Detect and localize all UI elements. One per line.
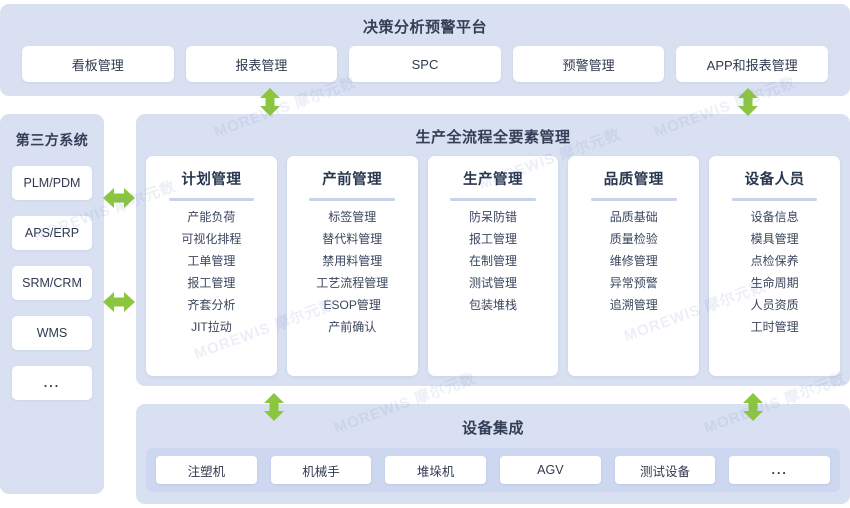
list-item[interactable]: 标签管理 — [328, 210, 377, 224]
column-card-quality[interactable]: 品质管理 品质基础 质量检验 维修管理 异常预警 追溯管理 — [568, 156, 700, 376]
column-title-production: 生产管理 — [462, 172, 523, 188]
equipment-chip-row: 注塑机 机械手 堆垛机 AGV 测试设备 ... — [156, 448, 831, 492]
list-item[interactable]: 工时管理 — [750, 320, 799, 334]
column-card-plan[interactable]: 计划管理 产能负荷 可视化排程 工单管理 报工管理 齐套分析 JIT拉动 — [146, 156, 277, 376]
equipment-chip-band: 注塑机 机械手 堆垛机 AGV 测试设备 ... — [146, 448, 840, 492]
list-item[interactable]: 维修管理 — [609, 254, 658, 268]
list-item[interactable]: 测试管理 — [468, 276, 517, 290]
list-item[interactable]: 工艺流程管理 — [316, 276, 389, 290]
arrow-top-left-icon — [258, 88, 282, 121]
equipment-chip-stacker[interactable]: 堆垛机 — [385, 456, 487, 484]
column-title-quality: 品质管理 — [603, 172, 664, 188]
top-chip-spc[interactable]: SPC — [349, 46, 501, 82]
third-party-systems-title: 第三方系统 — [15, 132, 89, 148]
list-item[interactable]: 包装堆栈 — [468, 298, 517, 312]
list-item[interactable]: 可视化排程 — [181, 232, 242, 246]
list-item[interactable]: 替代料管理 — [322, 232, 383, 246]
list-item[interactable]: 异常预警 — [609, 276, 658, 290]
list-item[interactable]: 防呆防错 — [468, 210, 517, 224]
third-party-systems-panel: 第三方系统 PLM/PDM APS/ERP SRM/CRM WMS ... — [0, 114, 104, 494]
equipment-integration-panel: 设备集成 注塑机 机械手 堆垛机 AGV 测试设备 ... — [136, 404, 850, 504]
list-item[interactable]: 报工管理 — [468, 232, 517, 246]
list-item[interactable]: ESOP管理 — [323, 298, 381, 312]
production-management-panel: 生产全流程全要素管理 计划管理 产能负荷 可视化排程 工单管理 报工管理 齐套分… — [136, 114, 850, 386]
equipment-chip-injection-molding[interactable]: 注塑机 — [156, 456, 257, 484]
production-column-row: 计划管理 产能负荷 可视化排程 工单管理 报工管理 齐套分析 JIT拉动 产前管… — [146, 156, 840, 376]
arrow-bottom-left-icon — [262, 393, 286, 426]
list-item[interactable]: JIT拉动 — [191, 320, 232, 334]
arrow-top-right-icon — [736, 88, 760, 121]
list-item[interactable]: 设备信息 — [750, 210, 799, 224]
column-title-pre-production: 产前管理 — [322, 172, 383, 188]
column-card-equipment-personnel[interactable]: 设备人员 设备信息 模具管理 点检保养 生命周期 人员资质 工时管理 — [709, 156, 840, 376]
column-items-plan: 产能负荷 可视化排程 工单管理 报工管理 齐套分析 JIT拉动 — [181, 209, 241, 336]
column-divider — [168, 198, 255, 201]
list-item[interactable]: 模具管理 — [750, 232, 799, 246]
arrow-side-upper-icon — [103, 186, 135, 215]
equipment-chip-manipulator[interactable]: 机械手 — [270, 456, 372, 484]
top-chip-kanban[interactable]: 看板管理 — [22, 46, 174, 82]
column-divider — [591, 198, 677, 201]
list-item[interactable]: 齐套分析 — [187, 298, 236, 312]
list-item[interactable]: 在制管理 — [468, 254, 517, 268]
list-item[interactable]: 生命周期 — [750, 276, 799, 290]
column-items-pre-production: 标签管理 替代料管理 禁用料管理 工艺流程管理 ESOP管理 产前确认 — [316, 209, 388, 336]
sidebar-item-aps-erp[interactable]: APS/ERP — [12, 216, 92, 250]
list-item[interactable]: 追溯管理 — [609, 298, 658, 312]
sidebar-item-plm-pdm[interactable]: PLM/PDM — [12, 166, 92, 200]
equipment-integration-title: 设备集成 — [461, 420, 524, 437]
sidebar-item-wms[interactable]: WMS — [12, 316, 92, 350]
list-item[interactable]: 点检保养 — [750, 254, 799, 268]
equipment-chip-test-equipment[interactable]: 测试设备 — [614, 456, 716, 484]
arrow-bottom-right-icon — [741, 393, 765, 426]
sidebar-item-srm-crm[interactable]: SRM/CRM — [12, 266, 92, 300]
list-item[interactable]: 品质基础 — [609, 210, 658, 224]
list-item[interactable]: 产前确认 — [328, 320, 377, 334]
top-chip-app-report[interactable]: APP和报表管理 — [676, 46, 828, 82]
decision-platform-chip-row: 看板管理 报表管理 SPC 预警管理 APP和报表管理 — [22, 46, 828, 82]
sidebar-item-more[interactable]: ... — [12, 366, 92, 400]
column-items-equipment-personnel: 设备信息 模具管理 点检保养 生命周期 人员资质 工时管理 — [751, 209, 799, 336]
column-divider — [450, 198, 536, 201]
list-item[interactable]: 质量检验 — [609, 232, 658, 246]
decision-platform-panel: 决策分析预警平台 看板管理 报表管理 SPC 预警管理 APP和报表管理 — [0, 4, 850, 96]
list-item[interactable]: 产能负荷 — [187, 210, 236, 224]
equipment-chip-agv[interactable]: AGV — [500, 456, 601, 484]
production-management-title: 生产全流程全要素管理 — [415, 129, 571, 146]
list-item[interactable]: 工单管理 — [187, 254, 236, 268]
top-chip-report[interactable]: 报表管理 — [185, 46, 338, 82]
column-title-plan: 计划管理 — [181, 172, 242, 188]
top-chip-alarm[interactable]: 预警管理 — [512, 46, 665, 82]
equipment-chip-more[interactable]: ... — [729, 456, 831, 484]
column-items-production: 防呆防错 报工管理 在制管理 测试管理 包装堆栈 — [469, 209, 517, 314]
column-card-pre-production[interactable]: 产前管理 标签管理 替代料管理 禁用料管理 工艺流程管理 ESOP管理 产前确认 — [286, 156, 418, 376]
decision-platform-title: 决策分析预警平台 — [362, 19, 487, 36]
list-item[interactable]: 禁用料管理 — [322, 254, 383, 268]
column-divider — [731, 198, 818, 201]
column-title-equipment-personnel: 设备人员 — [744, 172, 805, 188]
column-card-production[interactable]: 生产管理 防呆防错 报工管理 在制管理 测试管理 包装堆栈 — [427, 156, 559, 376]
list-item[interactable]: 人员资质 — [750, 298, 799, 312]
third-party-systems-list: PLM/PDM APS/ERP SRM/CRM WMS ... — [12, 166, 92, 400]
column-divider — [309, 198, 395, 201]
arrow-side-lower-icon — [103, 290, 135, 319]
list-item[interactable]: 报工管理 — [187, 276, 236, 290]
column-items-quality: 品质基础 质量检验 维修管理 异常预警 追溯管理 — [610, 209, 658, 314]
